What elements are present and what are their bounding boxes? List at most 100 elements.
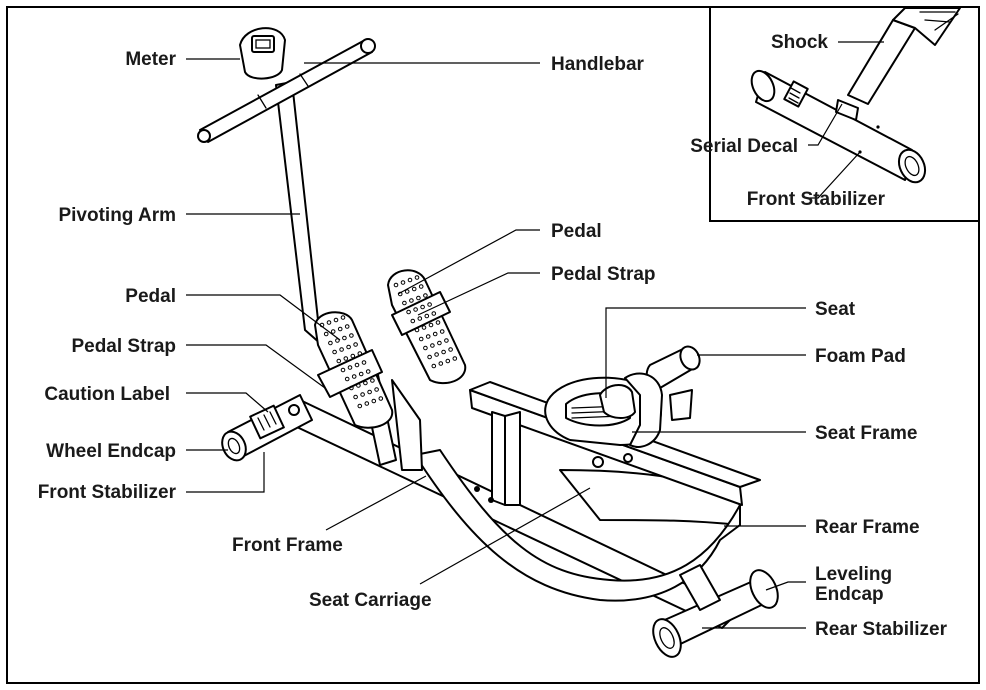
tread-dot <box>356 383 361 388</box>
tread-dot <box>357 351 363 356</box>
tread-dot <box>432 331 438 337</box>
tread-dot <box>417 316 423 321</box>
tread-dot <box>416 295 421 301</box>
tread-dot <box>333 317 339 323</box>
tread-dot <box>337 326 343 332</box>
tread-dot <box>423 345 428 351</box>
label-front-stabilizer: Front Stabilizer <box>38 482 177 503</box>
tread-dot <box>438 361 444 366</box>
leader-lines <box>186 58 806 629</box>
tread-dot <box>344 324 350 329</box>
tread-dot <box>427 354 432 360</box>
tread-dot <box>344 376 350 382</box>
tread-dot <box>351 374 357 379</box>
tread-dot <box>420 304 425 310</box>
tread-dot <box>404 289 410 294</box>
tread-dot <box>418 284 424 289</box>
tread-dot <box>406 309 411 315</box>
machine-illustration <box>197 27 779 658</box>
tread-dot <box>409 298 414 303</box>
tread-dot <box>323 331 329 337</box>
label-seat: Seat <box>815 299 856 320</box>
tread-dot <box>340 315 346 320</box>
tread-dot <box>365 369 371 374</box>
tread-dot <box>410 318 416 324</box>
tread-dot <box>427 302 432 307</box>
label-seat-frame: Seat Frame <box>815 423 917 444</box>
tread-dot <box>439 329 445 334</box>
label-pedal-left: Pedal <box>125 286 176 307</box>
tread-dot <box>400 280 406 285</box>
label-meter: Meter <box>125 49 176 70</box>
label-leveling-endcap-line1: Leveling <box>815 564 892 585</box>
tread-dot <box>411 286 417 292</box>
inset-detail <box>709 7 978 222</box>
tread-dot <box>347 365 353 370</box>
tread-dot <box>361 360 367 365</box>
tread-dot <box>367 389 372 395</box>
tread-dot <box>370 378 375 383</box>
label-rear-frame: Rear Frame <box>815 517 920 538</box>
tread-dot <box>418 336 424 342</box>
label-pedal-right: Pedal <box>551 221 602 242</box>
tread-dot <box>421 325 427 330</box>
inset-label-front-stabilizer: Front Stabilizer <box>747 189 886 210</box>
tread-dot <box>354 362 360 368</box>
tread-dot <box>360 392 365 397</box>
tread-dot <box>414 275 420 280</box>
pedal-tread-right <box>393 275 458 369</box>
tread-dot <box>378 396 384 401</box>
inset-label-serial-decal: Serial Decal <box>690 136 798 157</box>
part-labels: Meter Handlebar Pivoting Arm Pedal Pedal… <box>38 32 948 640</box>
label-pedal-strap-left: Pedal Strap <box>71 336 176 357</box>
tread-dot <box>358 371 364 377</box>
tread-dot <box>328 340 333 346</box>
pedal-tread-left <box>319 315 384 409</box>
tread-dot <box>431 363 437 369</box>
tread-dot <box>424 313 430 319</box>
label-caution-label: Caution Label <box>44 384 170 405</box>
tread-dot <box>425 334 431 339</box>
tread-dot <box>435 320 441 325</box>
label-seat-carriage: Seat Carriage <box>309 590 432 611</box>
tread-dot <box>326 320 332 325</box>
tread-dot <box>434 352 439 357</box>
label-foam-pad: Foam Pad <box>815 346 906 367</box>
tread-dot <box>349 385 354 391</box>
tread-dot <box>452 356 458 361</box>
tread-dot <box>448 347 453 352</box>
tread-dot <box>357 403 363 409</box>
label-handlebar: Handlebar <box>551 54 645 75</box>
tread-dot <box>441 349 446 355</box>
label-pivoting-arm: Pivoting Arm <box>58 205 176 226</box>
tread-dot <box>431 311 437 316</box>
label-leveling-endcap-line2: Endcap <box>815 584 884 605</box>
tread-dot <box>364 401 370 406</box>
tread-dot <box>402 300 407 306</box>
tread-dot <box>428 322 434 328</box>
tread-dot <box>353 394 358 400</box>
tread-dot <box>336 358 342 364</box>
tread-dot <box>349 333 354 338</box>
tread-dot <box>444 338 449 343</box>
inset-label-shock: Shock <box>771 32 828 53</box>
tread-dot <box>445 358 451 364</box>
tread-dot <box>342 335 347 341</box>
tread-dot <box>332 349 337 355</box>
tread-dot <box>374 387 379 392</box>
tread-dot <box>393 282 399 288</box>
tread-dot <box>430 343 435 348</box>
tread-dot <box>414 327 420 333</box>
label-wheel-endcap: Wheel Endcap <box>46 441 176 462</box>
label-rear-stabilizer: Rear Stabilizer <box>815 619 948 640</box>
label-front-frame: Front Frame <box>232 535 343 556</box>
diagram-border <box>6 6 980 684</box>
tread-dot <box>346 344 351 350</box>
tread-dot <box>343 356 349 361</box>
tread-dot <box>437 340 442 346</box>
tread-dot <box>350 353 356 359</box>
label-pedal-strap-right: Pedal Strap <box>551 264 656 285</box>
tread-dot <box>339 347 344 352</box>
tread-dot <box>330 329 336 334</box>
